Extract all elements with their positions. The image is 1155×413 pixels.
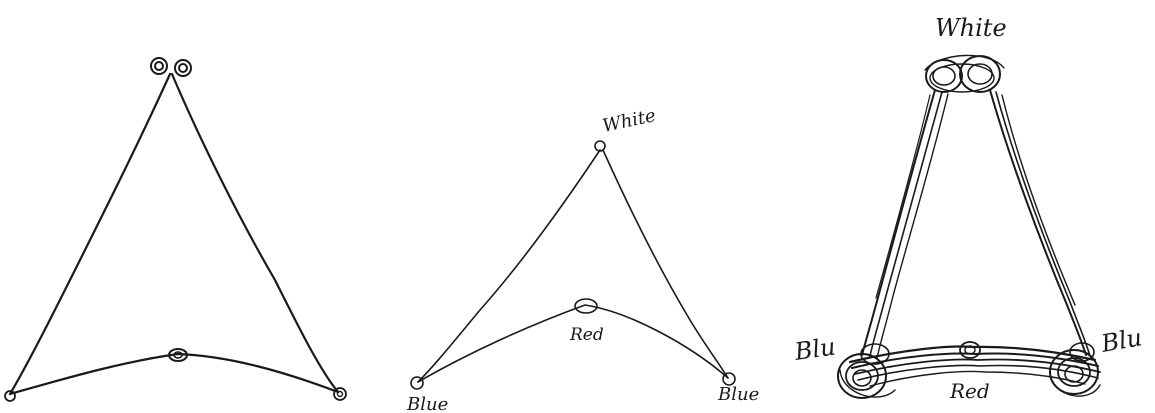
drawing-3-left-knot bbox=[838, 344, 895, 398]
drawing-3-top-knot bbox=[925, 55, 1004, 92]
drawing-2: White Red Blue Blue bbox=[406, 105, 759, 413]
drawing-1-left-edge bbox=[10, 74, 170, 394]
drawing-3-middle-label: Red bbox=[949, 379, 990, 403]
drawing-2-right-edge bbox=[603, 150, 728, 378]
drawing-1-right-edge bbox=[172, 74, 338, 392]
drawing-2-middle-label: Red bbox=[569, 325, 604, 345]
drawing-1 bbox=[5, 58, 346, 401]
drawing-2-left-knot bbox=[411, 377, 423, 389]
drawing-2-right-label: Blue bbox=[717, 384, 759, 405]
drawing-3-middle-knot bbox=[960, 342, 980, 358]
drawing-1-right-knot bbox=[334, 388, 346, 400]
drawing-3-top-label: White bbox=[935, 14, 1007, 42]
drawing-1-top-knot bbox=[151, 58, 191, 76]
drawing-3-right-label: Blu bbox=[1098, 323, 1144, 358]
drawing-2-left-label: Blue bbox=[406, 394, 448, 413]
drawing-2-left-edge bbox=[418, 150, 600, 382]
drawing-3-left-edge bbox=[862, 90, 948, 358]
drawing-2-top-label: White bbox=[601, 105, 658, 137]
drawing-3-left-label: Blu bbox=[792, 333, 837, 367]
drawing-3: White Red Blu Blu bbox=[792, 14, 1144, 403]
drawing-3-right-edge bbox=[990, 90, 1090, 356]
